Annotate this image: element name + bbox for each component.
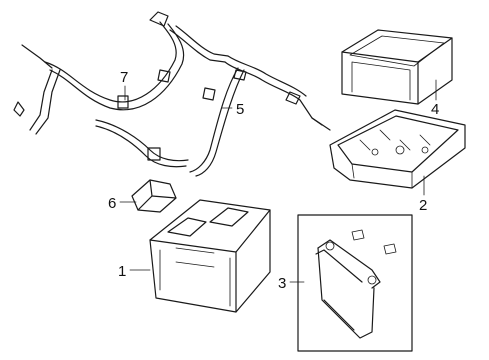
terminal-cap <box>131 179 177 213</box>
callout-2: 2 <box>419 197 427 214</box>
callout-labels: 1 2 3 4 5 6 7 <box>108 69 439 292</box>
callout-7: 7 <box>120 69 128 86</box>
negative-cable-harness <box>13 11 185 135</box>
callout-1: 1 <box>118 263 126 280</box>
callout-6: 6 <box>108 195 116 212</box>
hold-down-inset-frame <box>297 214 413 352</box>
battery-tray <box>329 109 466 189</box>
battery <box>149 199 271 313</box>
positive-cable-harness <box>95 25 331 177</box>
battery-cover <box>341 29 453 105</box>
callout-4: 4 <box>431 101 439 118</box>
hold-down-bracket <box>297 214 413 352</box>
callout-5: 5 <box>236 101 244 118</box>
leader-lines <box>119 79 437 283</box>
callout-3: 3 <box>278 275 286 292</box>
